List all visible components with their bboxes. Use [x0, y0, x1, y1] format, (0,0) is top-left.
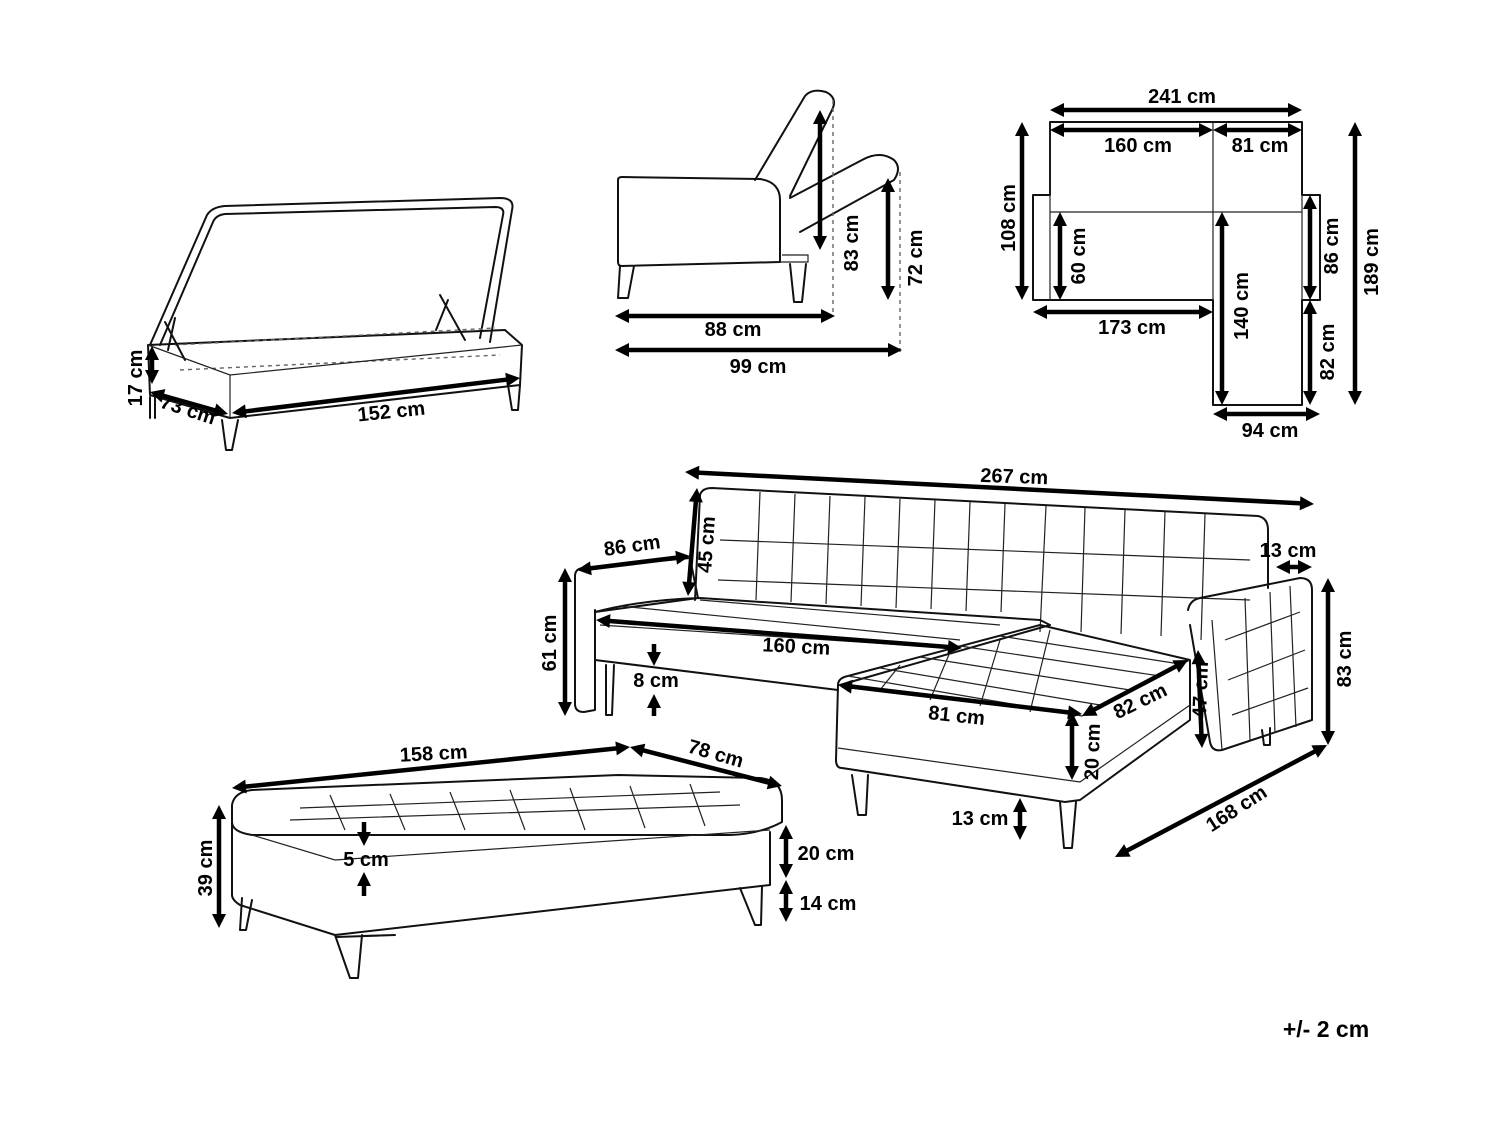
label-sofa-seat-thickness: 8 cm: [633, 670, 679, 692]
label-sofa-seat-width: 160 cm: [762, 634, 831, 660]
dim-sofa-seat-width: [596, 614, 962, 654]
label-top-total-width: 241 cm: [1148, 86, 1216, 108]
dim-side-depth-seat: [615, 309, 835, 323]
label-top-chaise-width: 81 cm: [1232, 135, 1289, 157]
dim-top-chaise-depth: [1213, 407, 1320, 421]
label-sofa-total-width: 267 cm: [980, 465, 1049, 489]
dim-sofa-total-height: [1321, 578, 1335, 745]
dim-sofa-arm-width: [1276, 560, 1312, 574]
dim-sofa-arm-inner-height: [1191, 650, 1209, 748]
label-sofa-chaise-width: 81 cm: [927, 702, 986, 730]
label-sofa-arm-width: 13 cm: [1260, 540, 1317, 562]
dim-top-total-width: [1050, 103, 1302, 117]
label-sofa-arm-height: 61 cm: [539, 615, 561, 672]
side-view-drawing: [617, 89, 901, 352]
label-sofa-arm-depth: 86 cm: [603, 531, 662, 561]
dim-sofa-total-width: [685, 465, 1314, 511]
storage-box-drawing: [147, 197, 523, 451]
dim-ottoman-leg: [779, 880, 793, 922]
label-sofa-chaise-height: 20 cm: [1081, 723, 1105, 780]
label-ottoman-height: 39 cm: [195, 840, 217, 897]
corner-sofa-drawing: [574, 487, 1313, 849]
label-top-total-depth: 189 cm: [1361, 228, 1383, 296]
label-top-chaise-length: 140 cm: [1231, 272, 1253, 340]
label-top-main-width: 160 cm: [1104, 135, 1172, 157]
dim-ottoman-cushion-top: [357, 822, 371, 846]
label-side-height-seat: 72 cm: [905, 230, 927, 287]
dim-top-back-depth: [1303, 195, 1317, 300]
dim-top-chaise-length: [1215, 212, 1229, 405]
label-ottoman-top: 20 cm: [798, 843, 855, 865]
dim-sofa-back-height: [682, 488, 703, 596]
dim-top-seat-depth: [1053, 212, 1067, 300]
dim-box-height: [145, 346, 159, 384]
top-view-drawing: [1032, 121, 1321, 406]
dim-side-depth-bed: [615, 343, 902, 357]
label-sofa-arm-inner-height: 47 cm: [1189, 661, 1213, 718]
label-box-depth: 73 cm: [157, 391, 218, 429]
dim-sofa-total-depth: [1115, 745, 1327, 857]
label-top-back-depth: 86 cm: [1321, 218, 1343, 275]
dim-sofa-seat-thickness-top: [647, 644, 661, 666]
label-top-base-width: 173 cm: [1098, 317, 1166, 339]
ottoman-drawing: [231, 774, 783, 979]
dim-ottoman-width: [232, 741, 630, 794]
dim-sofa-chaise-height: [1065, 712, 1079, 780]
label-side-depth-seat: 88 cm: [705, 319, 762, 341]
dim-ottoman-depth: [630, 743, 782, 790]
tolerance-note: +/- 2 cm: [1283, 1016, 1369, 1042]
dim-top-total-depth: [1348, 122, 1362, 405]
dim-ottoman-cushion-bottom: [357, 872, 371, 896]
label-sofa-total-depth: 168 cm: [1202, 781, 1271, 836]
dim-top-base-width: [1033, 305, 1213, 319]
label-ottoman-width: 158 cm: [399, 741, 468, 767]
dim-box-depth: [150, 389, 228, 417]
label-top-chaise-depth: 94 cm: [1242, 420, 1299, 442]
dim-sofa-chaise-depth: [1082, 660, 1188, 716]
dim-sofa-seat-thickness-bottom: [647, 694, 661, 716]
dim-side-height-back: [813, 110, 827, 250]
label-sofa-total-height: 83 cm: [1334, 631, 1356, 688]
label-box-height: 17 cm: [125, 350, 147, 407]
dimension-labels: 17 cm 73 cm 152 cm 83 cm 72 cm 88 cm 99 …: [125, 86, 1383, 1042]
dim-sofa-leg-height: [1013, 798, 1027, 840]
dim-sofa-arm-depth: [577, 550, 690, 576]
dim-ottoman-height: [212, 805, 226, 928]
label-side-height-back: 83 cm: [841, 215, 863, 272]
dim-top-right-lower: [1303, 300, 1317, 405]
dim-ottoman-top: [779, 825, 793, 878]
dim-top-main-width: [1050, 123, 1213, 137]
dim-top-left-depth: [1015, 122, 1029, 300]
label-top-right-lower: 82 cm: [1317, 324, 1339, 381]
dim-sofa-arm-height: [558, 568, 572, 716]
label-side-depth-bed: 99 cm: [730, 356, 787, 378]
label-ottoman-leg: 14 cm: [800, 893, 857, 915]
label-top-seat-depth: 60 cm: [1068, 228, 1090, 285]
label-sofa-leg-height: 13 cm: [952, 808, 1009, 830]
dim-box-width: [232, 372, 520, 419]
label-ottoman-cushion: 5 cm: [343, 849, 389, 871]
dim-top-chaise-width: [1213, 123, 1302, 137]
dimension-arrows: [145, 103, 1362, 928]
dim-side-height-seat: [881, 178, 895, 300]
label-sofa-back-height: 45 cm: [694, 516, 720, 574]
label-top-left-depth: 108 cm: [998, 184, 1020, 252]
